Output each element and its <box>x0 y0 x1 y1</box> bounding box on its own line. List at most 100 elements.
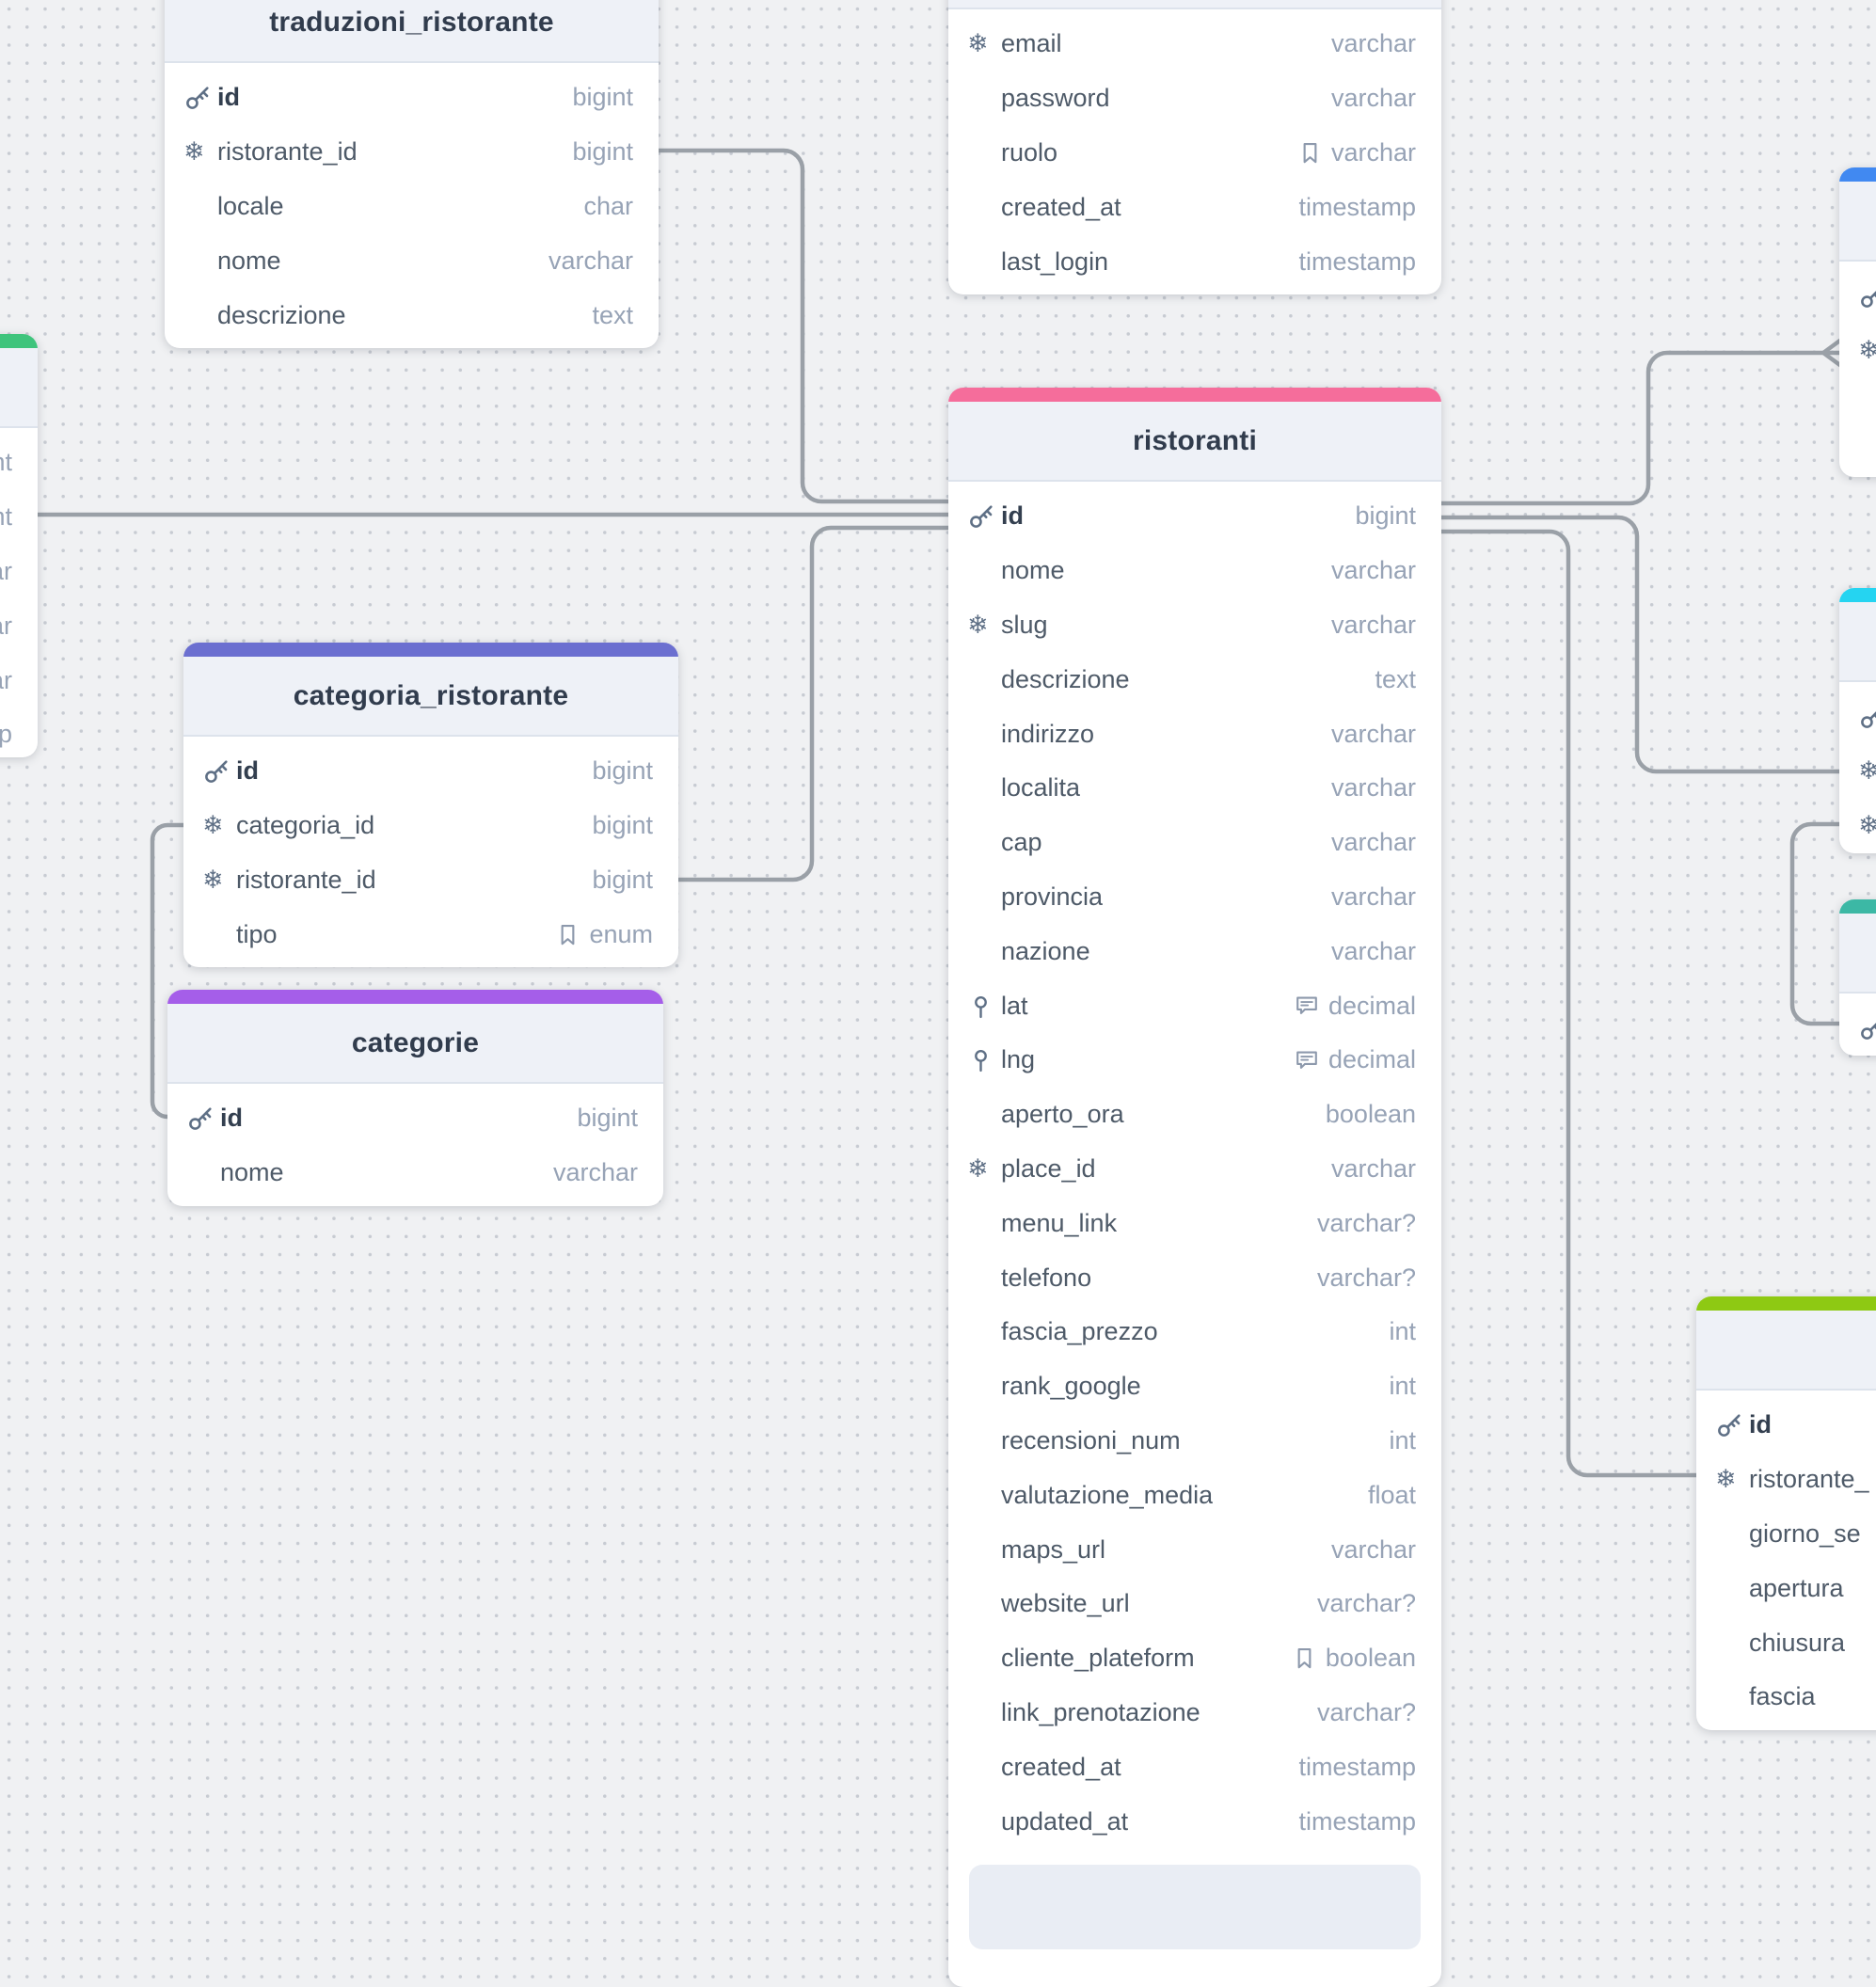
field-row-id[interactable]: id <box>1696 1398 1876 1453</box>
table-right-teal-partial[interactable] <box>1839 899 1876 1056</box>
field-row[interactable]: nt <box>0 436 38 490</box>
table-header[interactable] <box>1839 182 1876 262</box>
field-row-tipo[interactable]: tipo enum <box>183 907 678 962</box>
table-right-blue-partial[interactable]: ❄ <box>1839 167 1876 477</box>
crow-foot-marker <box>1821 338 1843 368</box>
field-row[interactable]: ar <box>0 598 38 653</box>
field-row[interactable]: p <box>0 707 38 757</box>
field-row[interactable] <box>1839 690 1876 744</box>
field-row[interactable]: ar <box>0 545 38 599</box>
relationship-ristoranti-right-lime[interactable] <box>1441 529 1696 1478</box>
field-row[interactable] <box>1839 269 1876 324</box>
field-type: varchar <box>1331 1535 1416 1565</box>
indexes-panel[interactable] <box>969 1865 1421 1949</box>
relationship-ristoranti-right-cyan[interactable] <box>1441 515 1839 774</box>
table-header[interactable]: ristoranti <box>948 402 1441 482</box>
field-type-text: enum <box>589 919 653 948</box>
key-icon <box>1718 1414 1741 1438</box>
table-header[interactable] <box>948 0 1441 9</box>
table-right-cyan-partial[interactable]: ❄❄ <box>1839 588 1876 853</box>
field-row-chiusura[interactable]: chiusura <box>1696 1615 1876 1670</box>
field-row-apertura[interactable]: apertura <box>1696 1561 1876 1615</box>
field-row-giorno_se[interactable]: giorno_se <box>1696 1507 1876 1562</box>
relationship-categoria-ristorante-ristoranti[interactable] <box>678 525 948 882</box>
table-header[interactable]: categorie <box>167 1004 663 1084</box>
relationship-traduzioni-ristoranti[interactable] <box>659 148 948 504</box>
table-header[interactable] <box>0 348 38 428</box>
comment-icon-wrap <box>1294 993 1320 1019</box>
field-name: nome <box>220 1158 284 1187</box>
table-header[interactable] <box>1839 914 1876 994</box>
field-row[interactable]: ❄ <box>1839 799 1876 853</box>
field-row[interactable]: ❄ <box>1839 744 1876 799</box>
field-row[interactable] <box>1839 1001 1876 1056</box>
table-header[interactable] <box>1696 1311 1876 1391</box>
relationship-ristoranti-right-blue[interactable] <box>1441 350 1841 506</box>
table-header[interactable] <box>1839 602 1876 682</box>
field-row[interactable] <box>1839 432 1876 477</box>
field-type-text: p <box>0 720 12 749</box>
field-row[interactable]: ar <box>0 653 38 707</box>
table-header[interactable]: categoria_ristorante <box>183 657 678 737</box>
field-row[interactable]: ❄ <box>1839 324 1876 378</box>
field-name: tipo <box>236 919 278 948</box>
field-row[interactable] <box>1839 378 1876 433</box>
field-name: apertura <box>1749 1573 1844 1602</box>
field-row-fascia[interactable]: fascia <box>1696 1670 1876 1725</box>
field-name: telefono <box>1001 1263 1092 1292</box>
table-header[interactable]: traduzioni_ristorante <box>165 0 659 63</box>
relationship-right-cyan-right-teal[interactable] <box>1789 821 1839 1026</box>
field-row[interactable]: nt <box>0 490 38 545</box>
field-row-ristorante_[interactable]: ❄ristorante_ <box>1696 1453 1876 1507</box>
table-left-partial[interactable]: ntntarararp <box>0 334 38 757</box>
relationship-categoria-ristorante-categorie[interactable] <box>150 822 183 1120</box>
